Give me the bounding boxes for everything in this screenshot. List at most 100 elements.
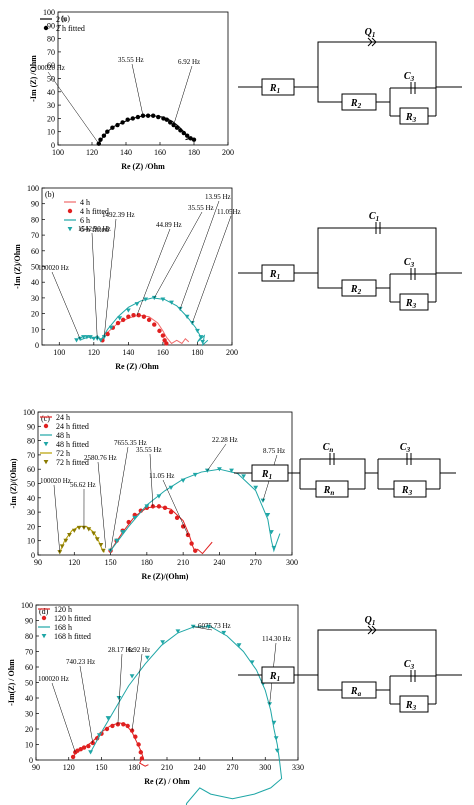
data-point — [168, 509, 174, 515]
capacitor-label: Cn — [323, 442, 334, 454]
y-tick-label: 50 — [47, 75, 55, 84]
data-point — [221, 630, 227, 636]
y-tick-label: 10 — [27, 537, 35, 546]
data-point — [70, 754, 76, 760]
capacitor-symbol: C — [400, 442, 407, 453]
data-point — [87, 335, 93, 340]
series-48-h-fitted: 48 h fitted — [43, 440, 277, 553]
y-tick-label: 100 — [21, 601, 33, 610]
y-tick-label: 70 — [27, 451, 35, 460]
annotation-label: 114.30 Hz — [262, 635, 291, 643]
y-tick-label: 100 — [27, 184, 39, 193]
y-tick-label: 30 — [25, 710, 33, 719]
y-tick-label: 80 — [27, 437, 35, 446]
data-point — [144, 655, 150, 660]
legend-label: 4 h fitted — [80, 207, 109, 216]
data-point — [131, 312, 136, 318]
data-point — [145, 113, 151, 118]
data-point — [120, 530, 126, 535]
annotation-label: 100020 Hz — [40, 477, 71, 485]
data-point — [138, 750, 143, 755]
annotation-arrow — [97, 461, 106, 548]
annotation-label: 6.92 Hz — [178, 58, 200, 66]
y-axis-label: -Im (Z) /Ohm — [29, 55, 38, 102]
data-point — [88, 750, 93, 755]
data-point — [101, 335, 107, 340]
resistor-label: R1 — [269, 671, 280, 683]
data-point — [156, 504, 162, 509]
x-tick-label: 200 — [226, 348, 238, 357]
resistor-label: Rn — [323, 485, 335, 497]
data-point — [229, 468, 234, 473]
x-axis-label: Re (Z) / Ohm — [144, 777, 190, 786]
data-point — [132, 515, 138, 521]
y-tick-label: 30 — [27, 508, 35, 517]
data-point — [169, 300, 174, 305]
data-point — [134, 302, 140, 307]
y-tick-label: 10 — [31, 325, 39, 334]
data-point — [188, 136, 193, 141]
annotation-arrow — [154, 211, 203, 299]
legend-label: 72 h — [56, 449, 70, 458]
legend-label: 24 h fitted — [56, 422, 89, 431]
y-tick-label: 30 — [31, 294, 39, 303]
annotation-label: 13.95 Hz — [205, 193, 231, 201]
data-point — [104, 726, 110, 732]
resistor-subscript: 3 — [412, 302, 417, 310]
data-point — [138, 508, 144, 513]
data-point — [121, 722, 126, 727]
data-point — [184, 314, 190, 319]
legend-label: 2 h fitted — [56, 24, 85, 33]
y-tick-label: 40 — [27, 494, 35, 503]
resistor-label: R3 — [405, 700, 417, 712]
legend-swatch — [67, 208, 73, 214]
data-point — [185, 133, 190, 138]
resistor-subscript: 2 — [357, 288, 362, 296]
data-point — [125, 308, 131, 313]
data-point — [129, 674, 135, 679]
y-tick-label: 80 — [47, 35, 55, 44]
x-tick-label: 180 — [141, 558, 153, 567]
annotation-arrow — [51, 271, 81, 339]
data-point — [140, 113, 146, 118]
data-point — [161, 116, 166, 121]
resistor-symbol: R — [405, 700, 413, 711]
y-axis-label: -Im (Z)/(Ohm) — [9, 458, 18, 508]
data-point — [108, 548, 113, 553]
annotation-arrow — [51, 682, 76, 753]
resistor-symbol: R — [323, 485, 331, 496]
annotation-label: 28.17 Hz — [108, 646, 134, 654]
data-point — [174, 515, 180, 521]
data-point — [181, 130, 186, 136]
capacitor-symbol: C — [323, 442, 330, 453]
data-point — [94, 336, 100, 341]
legend-label: 6 h — [80, 216, 90, 225]
annotation-arrow — [110, 446, 129, 551]
x-tick-label: 100 — [52, 148, 64, 157]
x-axis-label: Re (Z)/(Ohm) — [142, 572, 189, 581]
circuit-wire — [300, 458, 366, 489]
annotation-arrow — [162, 479, 189, 536]
y-tick-label: 50 — [25, 679, 33, 688]
annotation-label: 35.55 Hz — [136, 446, 162, 454]
annotation-arrow — [117, 653, 123, 725]
cpe-subscript: 1 — [372, 31, 376, 39]
resistor-subscript: 3 — [408, 489, 413, 497]
capacitor-label: C3 — [400, 442, 411, 454]
y-tick-label: 70 — [47, 48, 55, 57]
y-tick-label: 60 — [47, 61, 55, 70]
annotation-label: 2580.76 Hz — [84, 454, 117, 462]
data-point — [130, 116, 135, 121]
legend-swatch — [41, 634, 47, 639]
x-tick-label: 120 — [68, 558, 80, 567]
cpe-subscript: 1 — [372, 619, 376, 627]
legend-swatch — [43, 442, 49, 447]
resistor-symbol: R — [269, 671, 277, 682]
y-tick-label: 20 — [31, 310, 39, 319]
annotation-label: 6.92 Hz — [128, 646, 150, 654]
cpe-label: Q1 — [365, 615, 376, 627]
x-tick-label: 90 — [32, 763, 40, 772]
data-point — [81, 745, 87, 750]
y-tick-label: 90 — [31, 200, 39, 209]
